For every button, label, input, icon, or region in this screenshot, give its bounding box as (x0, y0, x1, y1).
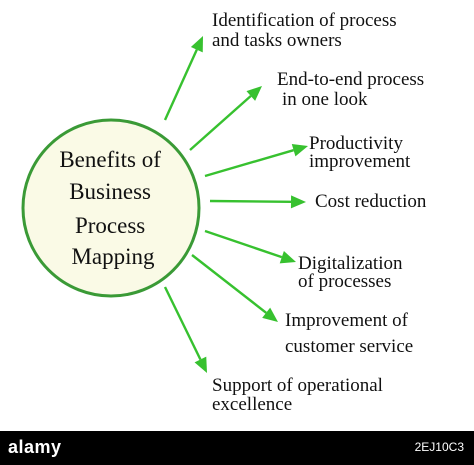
center-title-line-1: Benefits of (59, 147, 161, 172)
arrow-2 (189, 95, 252, 151)
arrowhead-6 (262, 307, 278, 322)
benefit-label-4: Cost reduction (315, 191, 427, 212)
center-title-line-2: Business (69, 179, 151, 204)
benefit-label-2: End-to-end process in one look (277, 69, 429, 110)
arrowhead-1 (190, 36, 203, 53)
center-title-line-4: Mapping (71, 244, 155, 269)
benefit-label-7: Support of operational excellence (212, 375, 388, 415)
arrowhead-3 (291, 143, 308, 157)
arrow-1 (163, 49, 198, 121)
benefit-label-3: Productivity improvement (309, 133, 411, 172)
brand-logo: alamy (8, 437, 62, 457)
arrows (163, 36, 308, 373)
arrow-5 (204, 229, 283, 259)
benefit-label-1: Identification of process and tasks owne… (212, 10, 401, 51)
stock-footer: alamy 2EJ10C3 (0, 431, 474, 465)
arrowhead-2 (246, 86, 262, 101)
arrowhead-7 (194, 356, 207, 373)
arrow-6 (191, 254, 267, 314)
image-id: 2EJ10C3 (414, 440, 464, 454)
center-circle (21, 118, 201, 298)
arrowhead-4 (290, 195, 306, 209)
center-title: Benefits of Business Process Mapping (59, 147, 166, 269)
center-title-line-3: Process (75, 213, 145, 238)
benefit-label-5: Digitalization of processes (298, 253, 407, 292)
arrowhead-5 (279, 251, 296, 264)
arrow-3 (204, 149, 294, 178)
arrow-7 (163, 286, 202, 361)
benefit-label-6: Improvement of customer service (285, 310, 413, 357)
arrow-4 (209, 199, 292, 204)
